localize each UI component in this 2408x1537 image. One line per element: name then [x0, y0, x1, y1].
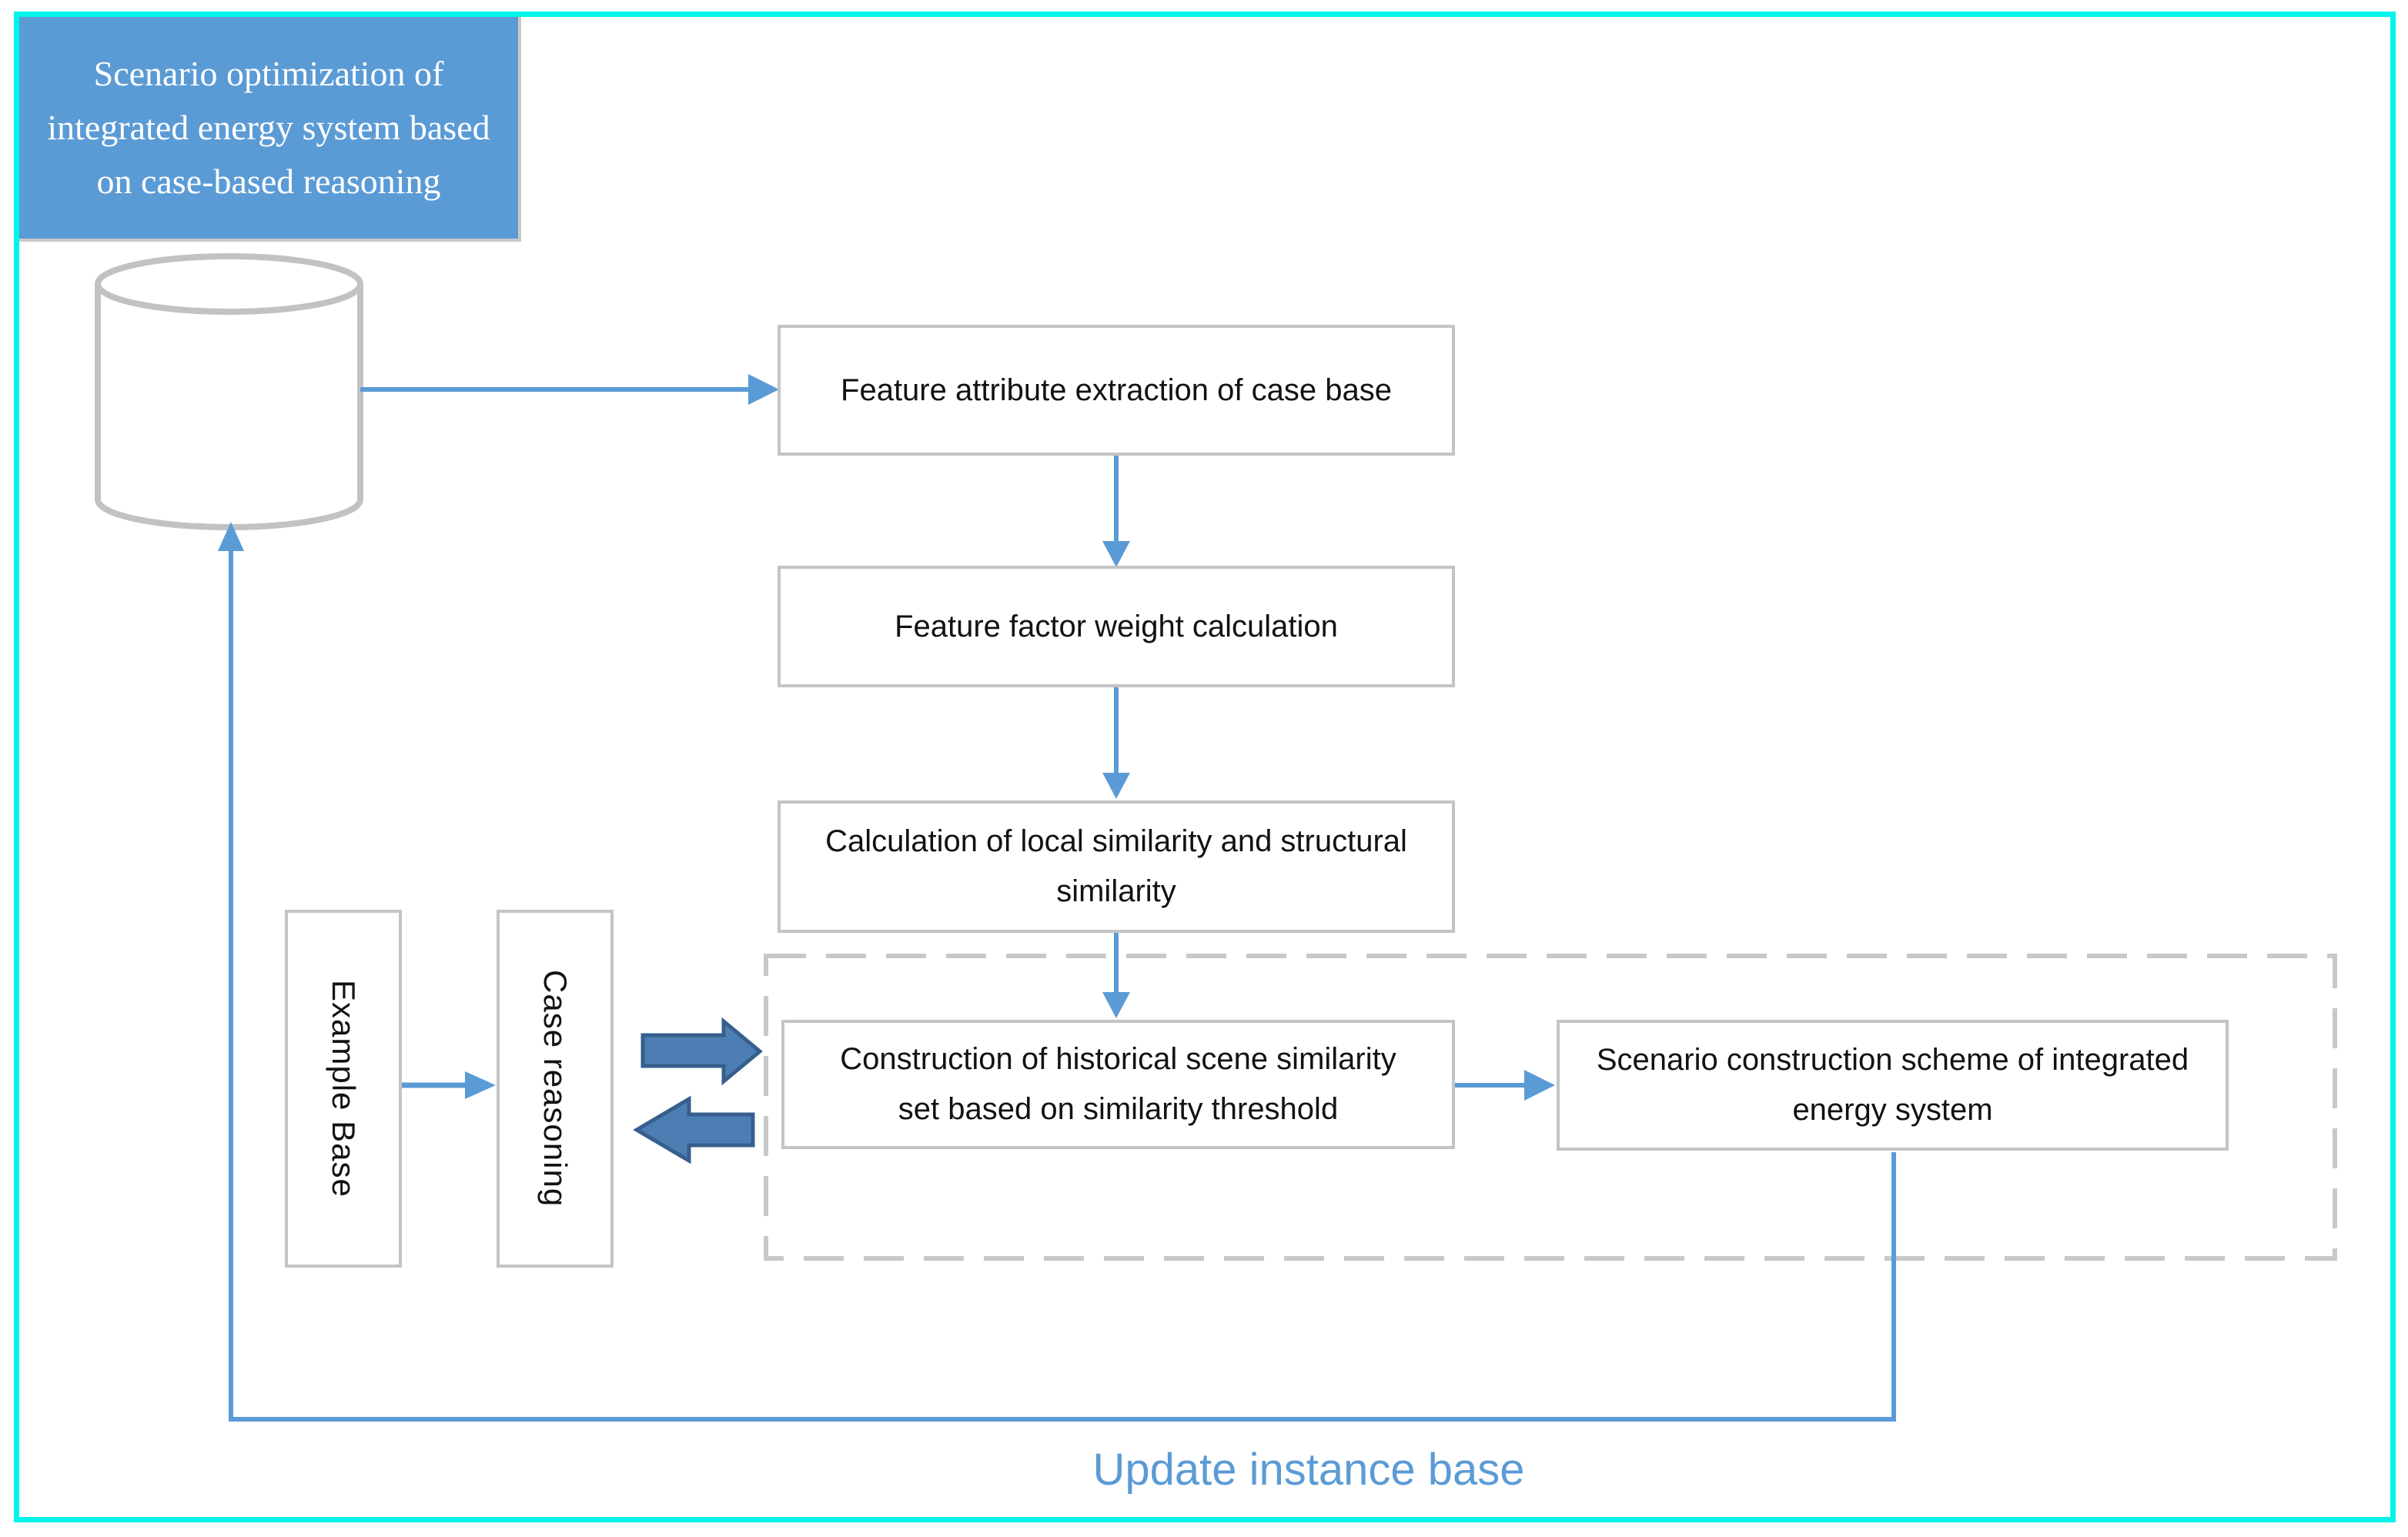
node-scenario-construction-scheme: Scenario construction scheme of integrat…: [1557, 1020, 2229, 1151]
block-arrow-right-icon: [640, 1017, 763, 1086]
feedback-update-connector: [218, 522, 1896, 1422]
title-line: Scenario optimization of: [93, 54, 444, 93]
node-label: energy system: [1792, 1093, 1993, 1127]
node-label: Scenario construction scheme of integrat…: [1596, 1043, 2189, 1078]
node-label: Example Base: [326, 980, 362, 1198]
node-similarity-calculation: Calculation of local similarity and stru…: [778, 800, 1455, 933]
node-feature-factor-weight: Feature factor weight calculation: [778, 566, 1455, 687]
database-cylinder-icon: [95, 253, 363, 530]
title-line: integrated energy system based: [47, 108, 490, 147]
node-label: set based on similarity threshold: [898, 1092, 1339, 1126]
title-line: on case-based reasoning: [96, 162, 441, 201]
node-label: Construction of historical scene similar…: [840, 1042, 1396, 1077]
arrow-example-to-case: [402, 1071, 496, 1099]
node-label: Calculation of local similarity and stru…: [825, 824, 1407, 859]
arrow-similarity-to-sceneset: [1102, 933, 1130, 1018]
arrow-casebase-to-extraction: [360, 374, 779, 405]
node-example-base: Example Base: [285, 910, 402, 1268]
node-feature-attribute-extraction: Feature attribute extraction of case bas…: [778, 325, 1455, 456]
node-label: Feature attribute extraction of case bas…: [841, 373, 1392, 407]
node-scene-similarity-set: Construction of historical scene similar…: [781, 1020, 1455, 1149]
dashed-group-rectangle: [764, 954, 2337, 1261]
node-case-reasoning: Case reasoning: [497, 910, 614, 1268]
node-label: Case reasoning: [537, 970, 574, 1208]
arrow-extraction-to-weight: [1102, 456, 1130, 567]
arrow-sceneset-to-scheme: [1455, 1070, 1555, 1101]
update-instance-base-label: Update instance base: [1092, 1445, 1525, 1495]
block-arrow-left-icon: [633, 1095, 755, 1164]
title-box: Scenario optimization of integrated ener…: [19, 17, 521, 242]
node-label: similarity: [1056, 874, 1176, 908]
arrow-weight-to-similarity: [1102, 687, 1130, 799]
node-label: Feature factor weight calculation: [895, 609, 1338, 643]
